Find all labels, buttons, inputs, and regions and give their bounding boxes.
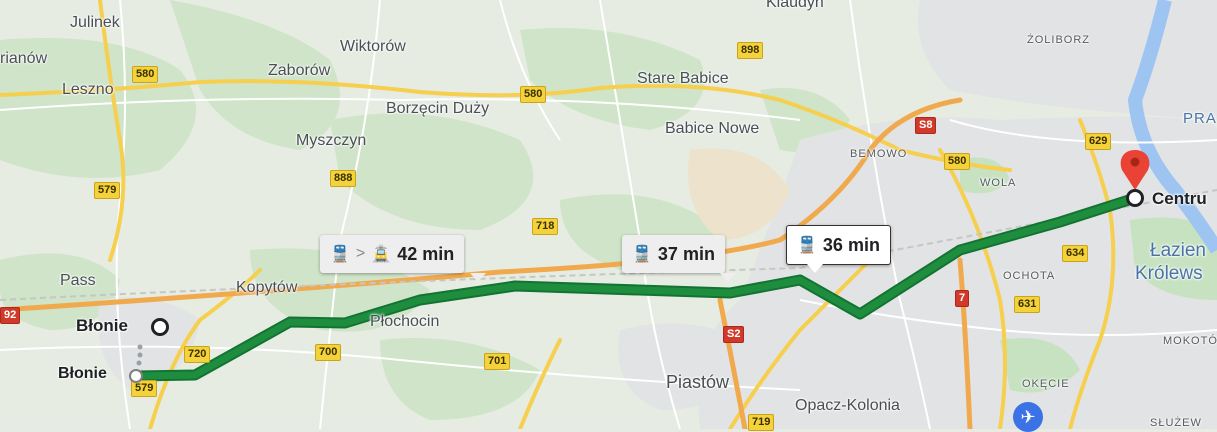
place-label-ochota: OCHOTA (1003, 270, 1056, 282)
place-label-okecie: OKĘCIE (1022, 378, 1070, 390)
train-icon: 🚆 (632, 246, 652, 263)
road-shield-634: 634 (1062, 245, 1089, 262)
place-label-stare-babice: Stare Babice (637, 70, 729, 87)
city-parks (960, 157, 1217, 393)
train-icon: 🚆 (330, 246, 350, 263)
place-label-babice-nowe: Babice Nowe (665, 120, 760, 137)
route-time: 37 min (657, 243, 715, 264)
place-label-plochocin: Płochocin (370, 313, 440, 330)
start-point-marker[interactable] (129, 369, 143, 383)
place-label-piastow: Piastów (666, 372, 730, 392)
place-label-kopytow: Kopytów (236, 279, 298, 296)
road-shield-580: 580 (520, 86, 547, 103)
walking-dots (136, 344, 143, 366)
road-shield-s8: S8 (915, 117, 937, 134)
road-shield-580: 580 (944, 153, 971, 170)
road-shield-718: 718 (532, 218, 559, 235)
road-shield-629: 629 (1085, 133, 1112, 150)
road-shield-700: 700 (315, 344, 342, 361)
place-label-wiktorow: Wiktorów (340, 38, 406, 55)
main-roads (0, 0, 1116, 429)
place-label-leszno: Leszno (62, 81, 114, 98)
transfer-separator: > (355, 245, 366, 262)
place-label-krolews: Królews (1135, 263, 1203, 284)
transit-route-inner (133, 194, 1139, 380)
place-label-blonie-station: Błonie (76, 316, 128, 335)
road-shield-s2: S2 (723, 326, 745, 343)
road-shield-720: 720 (184, 346, 211, 363)
airport-icon[interactable]: ✈ (1013, 402, 1043, 432)
place-label-wola: WOLA (980, 177, 1017, 189)
train-icon: 🚆 (797, 237, 817, 254)
place-label-opacz-kolonia: Opacz-Kolonia (795, 397, 900, 414)
place-label-borzecin-duzy: Borzęcin Duży (386, 100, 490, 117)
road-shield-7: 7 (955, 290, 970, 307)
place-label-mokoto: MOKOTÓ (1163, 335, 1217, 347)
place-label-zoliborz: ŻOLIBORZ (1027, 34, 1091, 46)
route-option-37min[interactable]: 🚆 37 min (622, 235, 736, 282)
road-shield-719: 719 (748, 414, 775, 431)
tram-icon: 🚊 (371, 246, 392, 263)
place-label-blonie-start: Błonie (58, 365, 107, 382)
place-label-rianow: rianów (0, 50, 48, 67)
place-label-bemowo: BEMOWO (850, 148, 908, 160)
road-shield-898: 898 (737, 42, 764, 59)
road-shield-631: 631 (1014, 296, 1041, 313)
airfield-area (688, 148, 790, 240)
route-option-36min[interactable]: 🚆 36 min (786, 225, 891, 273)
route-option-42min[interactable]: 🚆 > 🚊 42 min (320, 235, 486, 282)
route-time: 42 min (397, 243, 455, 264)
route-time: 36 min (822, 234, 880, 255)
place-label-lazien: Łazien (1150, 240, 1206, 261)
plane-icon: ✈ (1020, 406, 1036, 427)
destination-marker[interactable] (1126, 189, 1144, 207)
road-shield-92: 92 (0, 307, 21, 324)
road-shield-701: 701 (484, 353, 511, 370)
blonie-station-marker[interactable] (151, 318, 169, 336)
urban-areas (98, 0, 1217, 429)
place-label-pass: Pass (60, 272, 96, 289)
place-label-sluzew: SŁUŻEW (1150, 417, 1202, 429)
river-vistula (1127, 0, 1217, 254)
place-label-klaudyn: Klaudyn (766, 0, 824, 11)
road-shield-579: 579 (94, 182, 121, 199)
place-label-julinek: Julinek (70, 14, 120, 31)
destination-pin-icon[interactable] (1120, 150, 1150, 190)
green-areas (0, 0, 850, 420)
place-label-myszczyn: Myszczyn (296, 132, 367, 149)
place-label-centrum: Centru (1152, 189, 1207, 208)
road-shield-580: 580 (132, 66, 159, 83)
place-label-pra: PRA (1183, 110, 1217, 127)
road-shield-888: 888 (330, 170, 357, 187)
place-label-zaborow: Zaborów (268, 62, 331, 79)
railway-line (0, 189, 1217, 301)
road-shield-579: 579 (131, 380, 158, 397)
